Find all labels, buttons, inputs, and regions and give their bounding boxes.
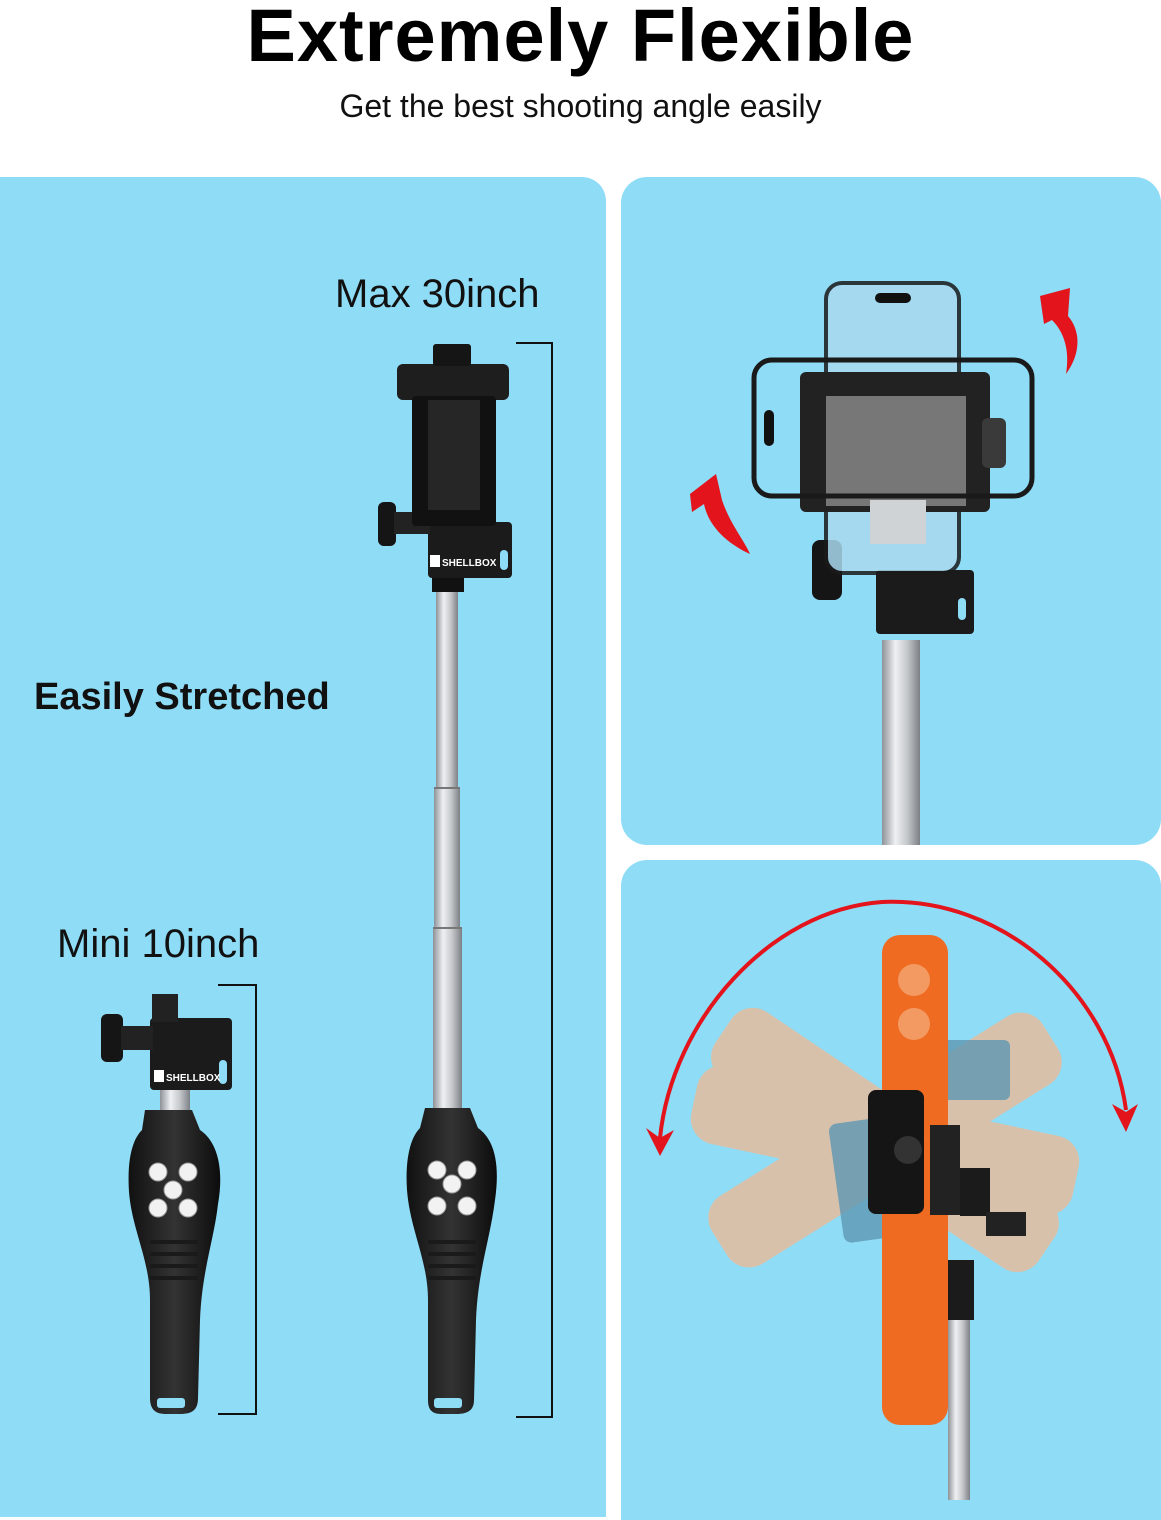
mini-length-label: Mini 10inch <box>57 922 260 966</box>
stretch-panel <box>0 177 606 1517</box>
easily-stretched-label: Easily Stretched <box>34 676 330 718</box>
rotate-arrow-icon <box>690 288 1078 554</box>
max-height-bracket <box>516 342 553 1418</box>
collapsed-selfie-stick: SHELLBOX <box>101 994 232 1414</box>
clamp-rotation-illustration <box>751 281 1035 845</box>
brand-logo: SHELLBOX <box>442 558 497 569</box>
full-rotation-illustration <box>690 935 1080 1500</box>
mini-height-bracket <box>218 984 257 1415</box>
extended-selfie-stick: SHELLBOX <box>378 344 512 1414</box>
page-subtitle: Get the best shooting angle easily <box>339 88 822 124</box>
brand-logo-mini: SHELLBOX <box>166 1073 221 1084</box>
rotation-arc-arrow-icon <box>646 899 1138 1156</box>
max-length-label: Max 30inch <box>335 272 540 316</box>
page-title: Extremely Flexible <box>246 0 915 77</box>
